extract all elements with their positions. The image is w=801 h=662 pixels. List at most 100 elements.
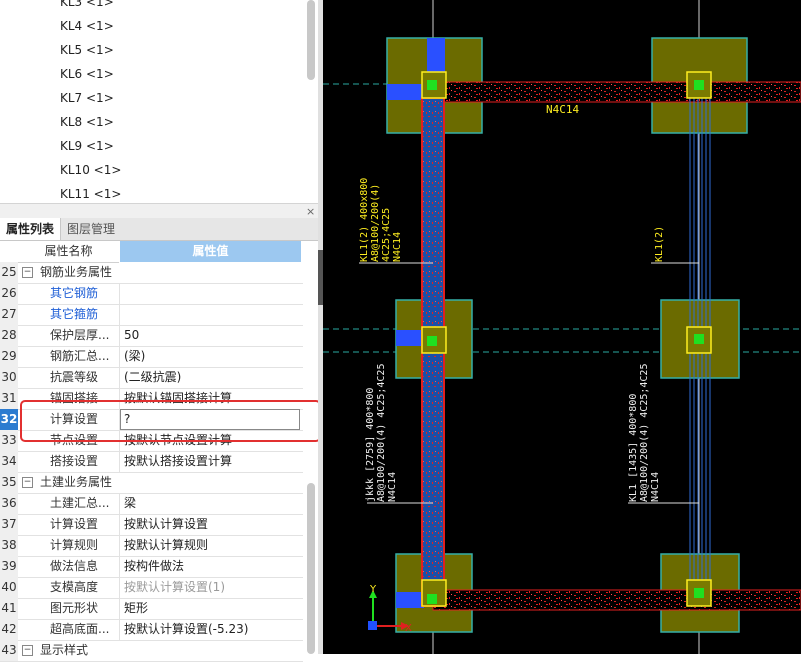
close-icon[interactable]: × [306, 205, 316, 218]
column-bottom-left[interactable] [421, 579, 447, 607]
tree-item-kl6[interactable]: KL6 <1> [60, 67, 114, 81]
tree-item-kl3[interactable]: KL3 <1> [60, 0, 114, 9]
property-row[interactable]: 42 超高底面... 按默认计算设置(-5.23) [0, 619, 303, 641]
property-name: 超高底面... [50, 622, 110, 636]
column-top-left[interactable] [421, 71, 447, 99]
row-number: 38 [0, 535, 18, 556]
property-row[interactable]: 34 搭接设置 按默认搭接设置计算 [0, 451, 303, 473]
beam-top-horizontal[interactable] [432, 81, 801, 103]
tree-item-kl7[interactable]: KL7 <1> [60, 91, 114, 105]
row-number: 36 [0, 493, 18, 514]
label-lower-left: jkkk [2759] 400*800 A8@100/200(4) 4C25;4… [365, 364, 398, 502]
column-bottom-right[interactable] [686, 579, 712, 607]
axis-y-label: Y [369, 584, 377, 595]
row-number: 37 [0, 514, 18, 535]
cell-divider [119, 493, 120, 514]
collapse-icon[interactable]: − [22, 267, 33, 278]
cell-divider [119, 325, 120, 346]
property-value[interactable]: 按默认计算设置(-5.23) [124, 622, 249, 636]
pane-divider[interactable] [318, 0, 323, 654]
property-value[interactable]: 矩形 [124, 601, 149, 615]
property-name: 其它箍筋 [50, 307, 99, 321]
axis-x-label: X [405, 623, 412, 634]
label-lower-right: KL1 [1435] 400*800 A8@100/200(4) 4C25;4C… [628, 364, 661, 502]
property-name: 支模高度 [50, 580, 99, 594]
svg-text:KL1(2) 400x800: KL1(2) 400x800 [359, 178, 370, 262]
property-name: 搭接设置 [50, 454, 99, 468]
cell-divider [119, 577, 120, 598]
row-number: 25 [0, 262, 18, 283]
property-row[interactable]: 41 图元形状 矩形 [0, 598, 303, 620]
row-number: 42 [0, 619, 18, 640]
property-edit-field[interactable] [120, 409, 300, 430]
label-top-beam: N4C14 [546, 103, 579, 116]
tree-item-kl8[interactable]: KL8 <1> [60, 115, 114, 129]
row-number: 41 [0, 598, 18, 619]
svg-text:A8@100/200(4): A8@100/200(4) [370, 184, 381, 262]
column-mid-left[interactable] [421, 326, 447, 354]
collapse-icon[interactable]: − [22, 645, 33, 656]
property-row[interactable]: 27 其它箍筋 [0, 304, 303, 326]
property-name: 计算设置 [50, 412, 99, 426]
property-value[interactable]: 按默认计算设置(1) [124, 580, 225, 594]
property-value[interactable]: 按默认计算设置 [124, 517, 209, 531]
cell-divider [119, 388, 120, 409]
property-value[interactable]: 50 [124, 328, 140, 342]
stub-mid [396, 330, 424, 346]
cell-divider [119, 283, 120, 304]
property-scrollbar[interactable] [307, 483, 315, 654]
beam-bottom-horizontal[interactable] [432, 589, 801, 611]
property-value[interactable]: 按默认计算规则 [124, 538, 209, 552]
property-value[interactable]: ? [124, 412, 131, 426]
property-value[interactable]: (梁) [124, 349, 146, 363]
row-number: 43 [0, 640, 18, 661]
column-top-right[interactable] [686, 71, 712, 99]
property-name: 图元形状 [50, 601, 99, 615]
property-row[interactable]: 35−土建业务属性 [0, 472, 303, 494]
row-number: 33 [0, 430, 18, 451]
property-value[interactable]: 按构件做法 [124, 559, 185, 573]
row-number: 34 [0, 451, 18, 472]
tree-item-kl10[interactable]: KL10 <1> [60, 163, 122, 177]
cell-divider [119, 598, 120, 619]
tree-item-kl11[interactable]: KL11 <1> [60, 187, 122, 201]
tab-layer-manager[interactable]: 图层管理 [67, 222, 116, 236]
row-number: 27 [0, 304, 18, 325]
panel-splitter[interactable] [0, 203, 318, 219]
row-number: 28 [0, 325, 18, 346]
property-row[interactable]: 43−显示样式 [0, 640, 303, 662]
highlight-box [20, 400, 321, 442]
tree-item-kl9[interactable]: KL9 <1> [60, 139, 114, 153]
svg-text:A8@100/200(4) 4C25;4C25: A8@100/200(4) 4C25;4C25 [376, 364, 387, 502]
property-value[interactable]: 按默认搭接设置计算 [124, 454, 233, 468]
stub-bottom [396, 592, 424, 608]
column-mid-right[interactable] [686, 326, 712, 354]
row-number: 32 [0, 409, 18, 430]
collapse-icon[interactable]: − [22, 477, 33, 488]
property-row[interactable]: 32 计算设置? [0, 409, 303, 431]
beam-tree: KL3 <1> KL4 <1> KL5 <1> KL6 <1> KL7 <1> … [0, 0, 318, 203]
tab-property-list[interactable]: 属性列表 [0, 218, 62, 240]
cell-divider [119, 556, 120, 577]
cad-canvas[interactable]: N4C14 KL1(2) 400x800 A8@100/200(4) 4C25;… [323, 0, 801, 654]
property-row[interactable]: 25−钢筋业务属性 [0, 262, 303, 284]
svg-text:N4C14: N4C14 [392, 232, 403, 262]
collapse-handle[interactable] [318, 250, 323, 305]
property-value[interactable]: 梁 [124, 496, 137, 510]
tree-scrollbar[interactable] [307, 0, 315, 80]
cell-divider [119, 514, 120, 535]
tree-item-kl5[interactable]: KL5 <1> [60, 43, 114, 57]
svg-text:N4C14: N4C14 [650, 472, 661, 502]
property-value[interactable]: (二级抗震) [124, 370, 182, 384]
property-name: 抗震等级 [50, 370, 99, 384]
tree-item-kl4[interactable]: KL4 <1> [60, 19, 114, 33]
